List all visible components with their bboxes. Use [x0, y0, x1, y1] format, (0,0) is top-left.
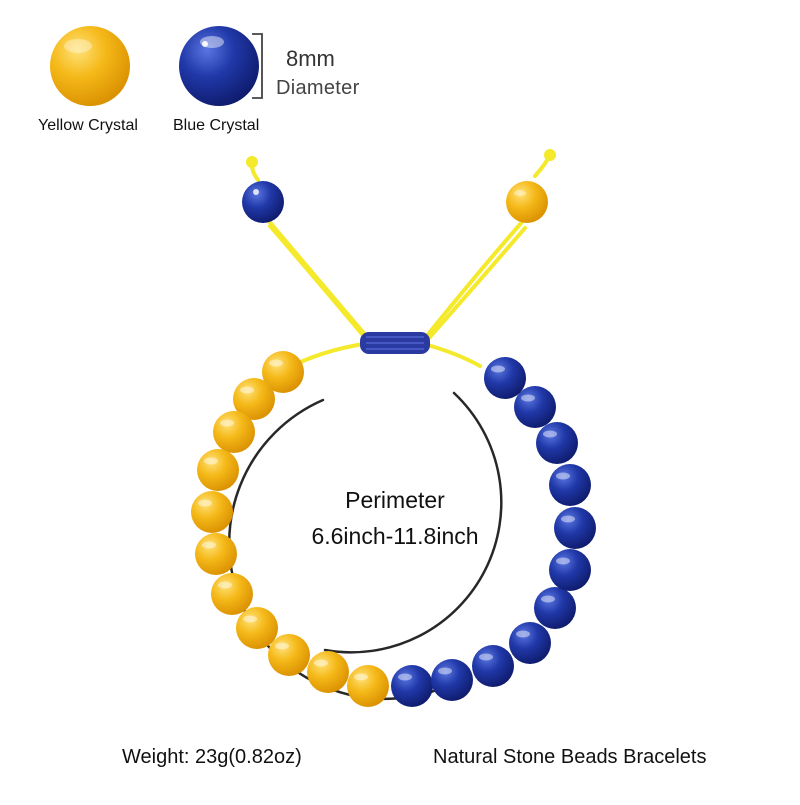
perimeter-title: Perimeter — [345, 487, 445, 513]
yellow-bead — [211, 573, 253, 615]
blue-bead — [472, 645, 514, 687]
yellow-bead — [191, 491, 233, 533]
yellow-bead — [197, 449, 239, 491]
blue-bead — [514, 386, 556, 428]
perimeter-range: 6.6inch-11.8inch — [311, 523, 479, 549]
bracelet-beads — [191, 351, 596, 707]
yellow-bead — [233, 378, 275, 420]
yellow-bead — [236, 607, 278, 649]
yellow-crystal-swatch — [50, 26, 130, 106]
blue-bead — [549, 464, 591, 506]
product-name: Natural Stone Beads Bracelets — [433, 746, 707, 768]
blue-bead — [549, 549, 591, 591]
blue-crystal-label: Blue Crystal — [173, 117, 260, 134]
diameter-bracket — [252, 33, 263, 99]
bead-size-value: 8mm — [286, 46, 335, 71]
blue-bead — [554, 507, 596, 549]
yellow-bead — [307, 651, 349, 693]
yellow-bead — [268, 634, 310, 676]
blue-bead — [509, 622, 551, 664]
cord-end-left — [246, 156, 258, 168]
blue-bead — [391, 665, 433, 707]
bead-size-caption: Diameter — [276, 77, 360, 99]
cord — [249, 150, 554, 374]
end-bead-yellow — [506, 181, 548, 223]
blue-bead — [536, 422, 578, 464]
yellow-bead — [262, 351, 304, 393]
blue-bead — [534, 587, 576, 629]
yellow-bead — [347, 665, 389, 707]
perimeter-ring — [323, 391, 503, 654]
weight-label: Weight: 23g(0.82oz) — [122, 746, 302, 768]
blue-crystal-swatch — [179, 26, 259, 106]
blue-bead — [484, 357, 526, 399]
sliding-knot — [360, 332, 430, 354]
cord-end-right — [544, 149, 556, 161]
blue-bead — [431, 659, 473, 701]
end-bead-blue — [242, 181, 284, 223]
yellow-crystal-label: Yellow Crystal — [38, 117, 138, 134]
yellow-bead — [213, 411, 255, 453]
yellow-bead — [195, 533, 237, 575]
